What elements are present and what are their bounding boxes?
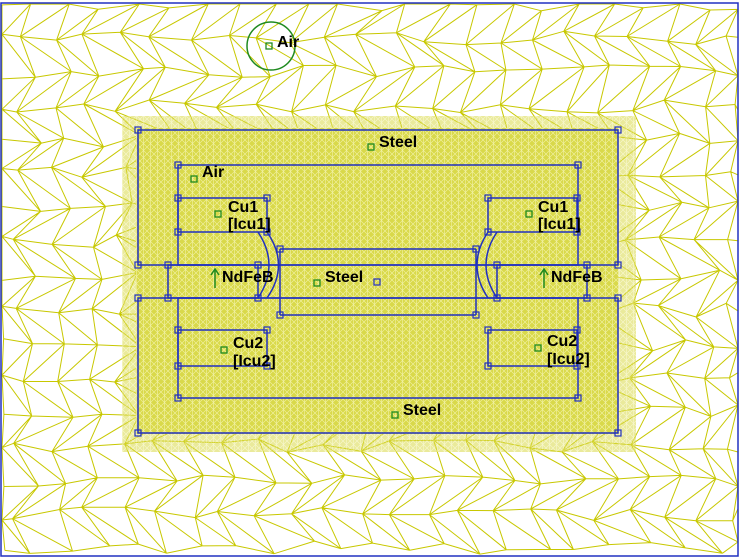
label-text: Cu2 <box>233 335 263 352</box>
block-label-marker <box>214 210 222 218</box>
label-air-outer[interactable]: Air <box>265 34 299 51</box>
geometry-node[interactable] <box>614 261 622 269</box>
geometry-node[interactable] <box>573 362 581 370</box>
label-ndfeb-right[interactable]: NdFeB <box>539 267 603 288</box>
steel-center-outline[interactable] <box>279 248 477 316</box>
geometry-node[interactable] <box>614 429 622 437</box>
geometry-node[interactable] <box>573 228 581 236</box>
label-subtext: [Icu1] <box>538 216 581 233</box>
block-label-marker <box>534 344 542 352</box>
cu2-left-outline[interactable] <box>177 329 268 367</box>
ndfeb-left-outline[interactable] <box>167 264 259 299</box>
geometry-node[interactable] <box>573 326 581 334</box>
label-text: Cu1 <box>538 199 568 216</box>
geometry-node[interactable] <box>472 311 480 319</box>
label-steel-top[interactable]: Steel <box>367 134 417 151</box>
geometry-node[interactable] <box>134 261 142 269</box>
cu1-right-outline[interactable] <box>487 197 578 233</box>
label-text: Steel <box>379 134 417 151</box>
left-pole-arc <box>257 231 280 299</box>
geometry-node[interactable] <box>174 194 182 202</box>
label-text: NdFeB <box>222 269 274 286</box>
geometry-node[interactable] <box>174 228 182 236</box>
block-label-marker <box>391 411 399 419</box>
geometry-node[interactable] <box>164 294 172 302</box>
refined-mesh <box>136 128 618 434</box>
geometry-node[interactable] <box>484 362 492 370</box>
label-air-inner[interactable]: Air <box>190 164 224 183</box>
geometry-node[interactable] <box>263 194 271 202</box>
geometry-node[interactable] <box>263 362 271 370</box>
geometry-node[interactable] <box>263 326 271 334</box>
label-steel-center[interactable]: Steel <box>313 269 363 287</box>
geometry-node[interactable] <box>484 228 492 236</box>
label-steel-bottom[interactable]: Steel <box>391 402 441 419</box>
magnetization-arrow-icon <box>539 267 549 288</box>
geometry-node[interactable] <box>134 429 142 437</box>
geometry-node[interactable] <box>472 245 480 253</box>
geometry-node[interactable] <box>493 261 501 269</box>
geometry-nodes <box>134 126 622 437</box>
geometry-node[interactable] <box>134 126 142 134</box>
geometry-node[interactable] <box>164 261 172 269</box>
label-cu1-right[interactable]: Cu1 [Icu1] <box>525 199 581 233</box>
geometry-node[interactable] <box>574 161 582 169</box>
geometry-node[interactable] <box>373 278 381 286</box>
ndfeb-right-outline[interactable] <box>496 264 588 299</box>
geometry-node[interactable] <box>174 362 182 370</box>
label-subtext: [Icu2] <box>547 351 590 368</box>
geometry-node[interactable] <box>174 394 182 402</box>
geometry-node[interactable] <box>573 194 581 202</box>
magnetization-arrow-icon <box>210 267 220 288</box>
geometry-node[interactable] <box>254 261 262 269</box>
label-subtext: [Icu2] <box>233 353 276 370</box>
cu2-right-outline[interactable] <box>487 329 578 367</box>
label-text: Cu2 <box>547 333 577 350</box>
label-cu1-left[interactable]: Cu1 [Icu1] <box>214 199 271 233</box>
label-ndfeb-left[interactable]: NdFeB <box>210 267 274 288</box>
geometry-node[interactable] <box>583 294 591 302</box>
right-pole-arc <box>476 231 498 299</box>
geometry-node[interactable] <box>484 194 492 202</box>
geometry-node[interactable] <box>493 294 501 302</box>
block-label-marker <box>265 42 273 50</box>
geometry-node[interactable] <box>263 228 271 236</box>
geometry-node[interactable] <box>583 261 591 269</box>
geometry-node[interactable] <box>174 326 182 334</box>
label-text: NdFeB <box>551 269 603 286</box>
cu1-left-outline[interactable] <box>177 197 268 233</box>
geometry-node[interactable] <box>574 394 582 402</box>
geometry-outlines <box>137 129 619 434</box>
label-text: Air <box>277 34 299 51</box>
geometry-node[interactable] <box>484 326 492 334</box>
block-label-marker <box>367 143 375 151</box>
block-label-marker <box>190 175 198 183</box>
block-label-marker <box>313 279 321 287</box>
geometry-node[interactable] <box>614 126 622 134</box>
geometry-node[interactable] <box>276 311 284 319</box>
label-cu2-left[interactable]: Cu2 [Icu2] <box>220 335 276 370</box>
geometry-node[interactable] <box>254 294 262 302</box>
air-circle-boundary[interactable] <box>246 21 296 71</box>
label-text: Steel <box>403 402 441 419</box>
block-label-marker <box>220 346 228 354</box>
geometry-node[interactable] <box>614 294 622 302</box>
label-text: Cu1 <box>228 199 258 216</box>
block-labels: Air Steel Air Cu1 [Icu1] Cu1 [Icu1] NdFe… <box>190 34 603 419</box>
label-subtext: [Icu1] <box>228 216 271 233</box>
block-label-marker <box>525 210 533 218</box>
geometry-node[interactable] <box>174 161 182 169</box>
label-cu2-right[interactable]: Cu2 [Icu2] <box>534 333 590 368</box>
label-text: Steel <box>325 269 363 286</box>
label-text: Air <box>202 164 224 181</box>
geometry-node[interactable] <box>276 245 284 253</box>
geometry-node[interactable] <box>134 294 142 302</box>
